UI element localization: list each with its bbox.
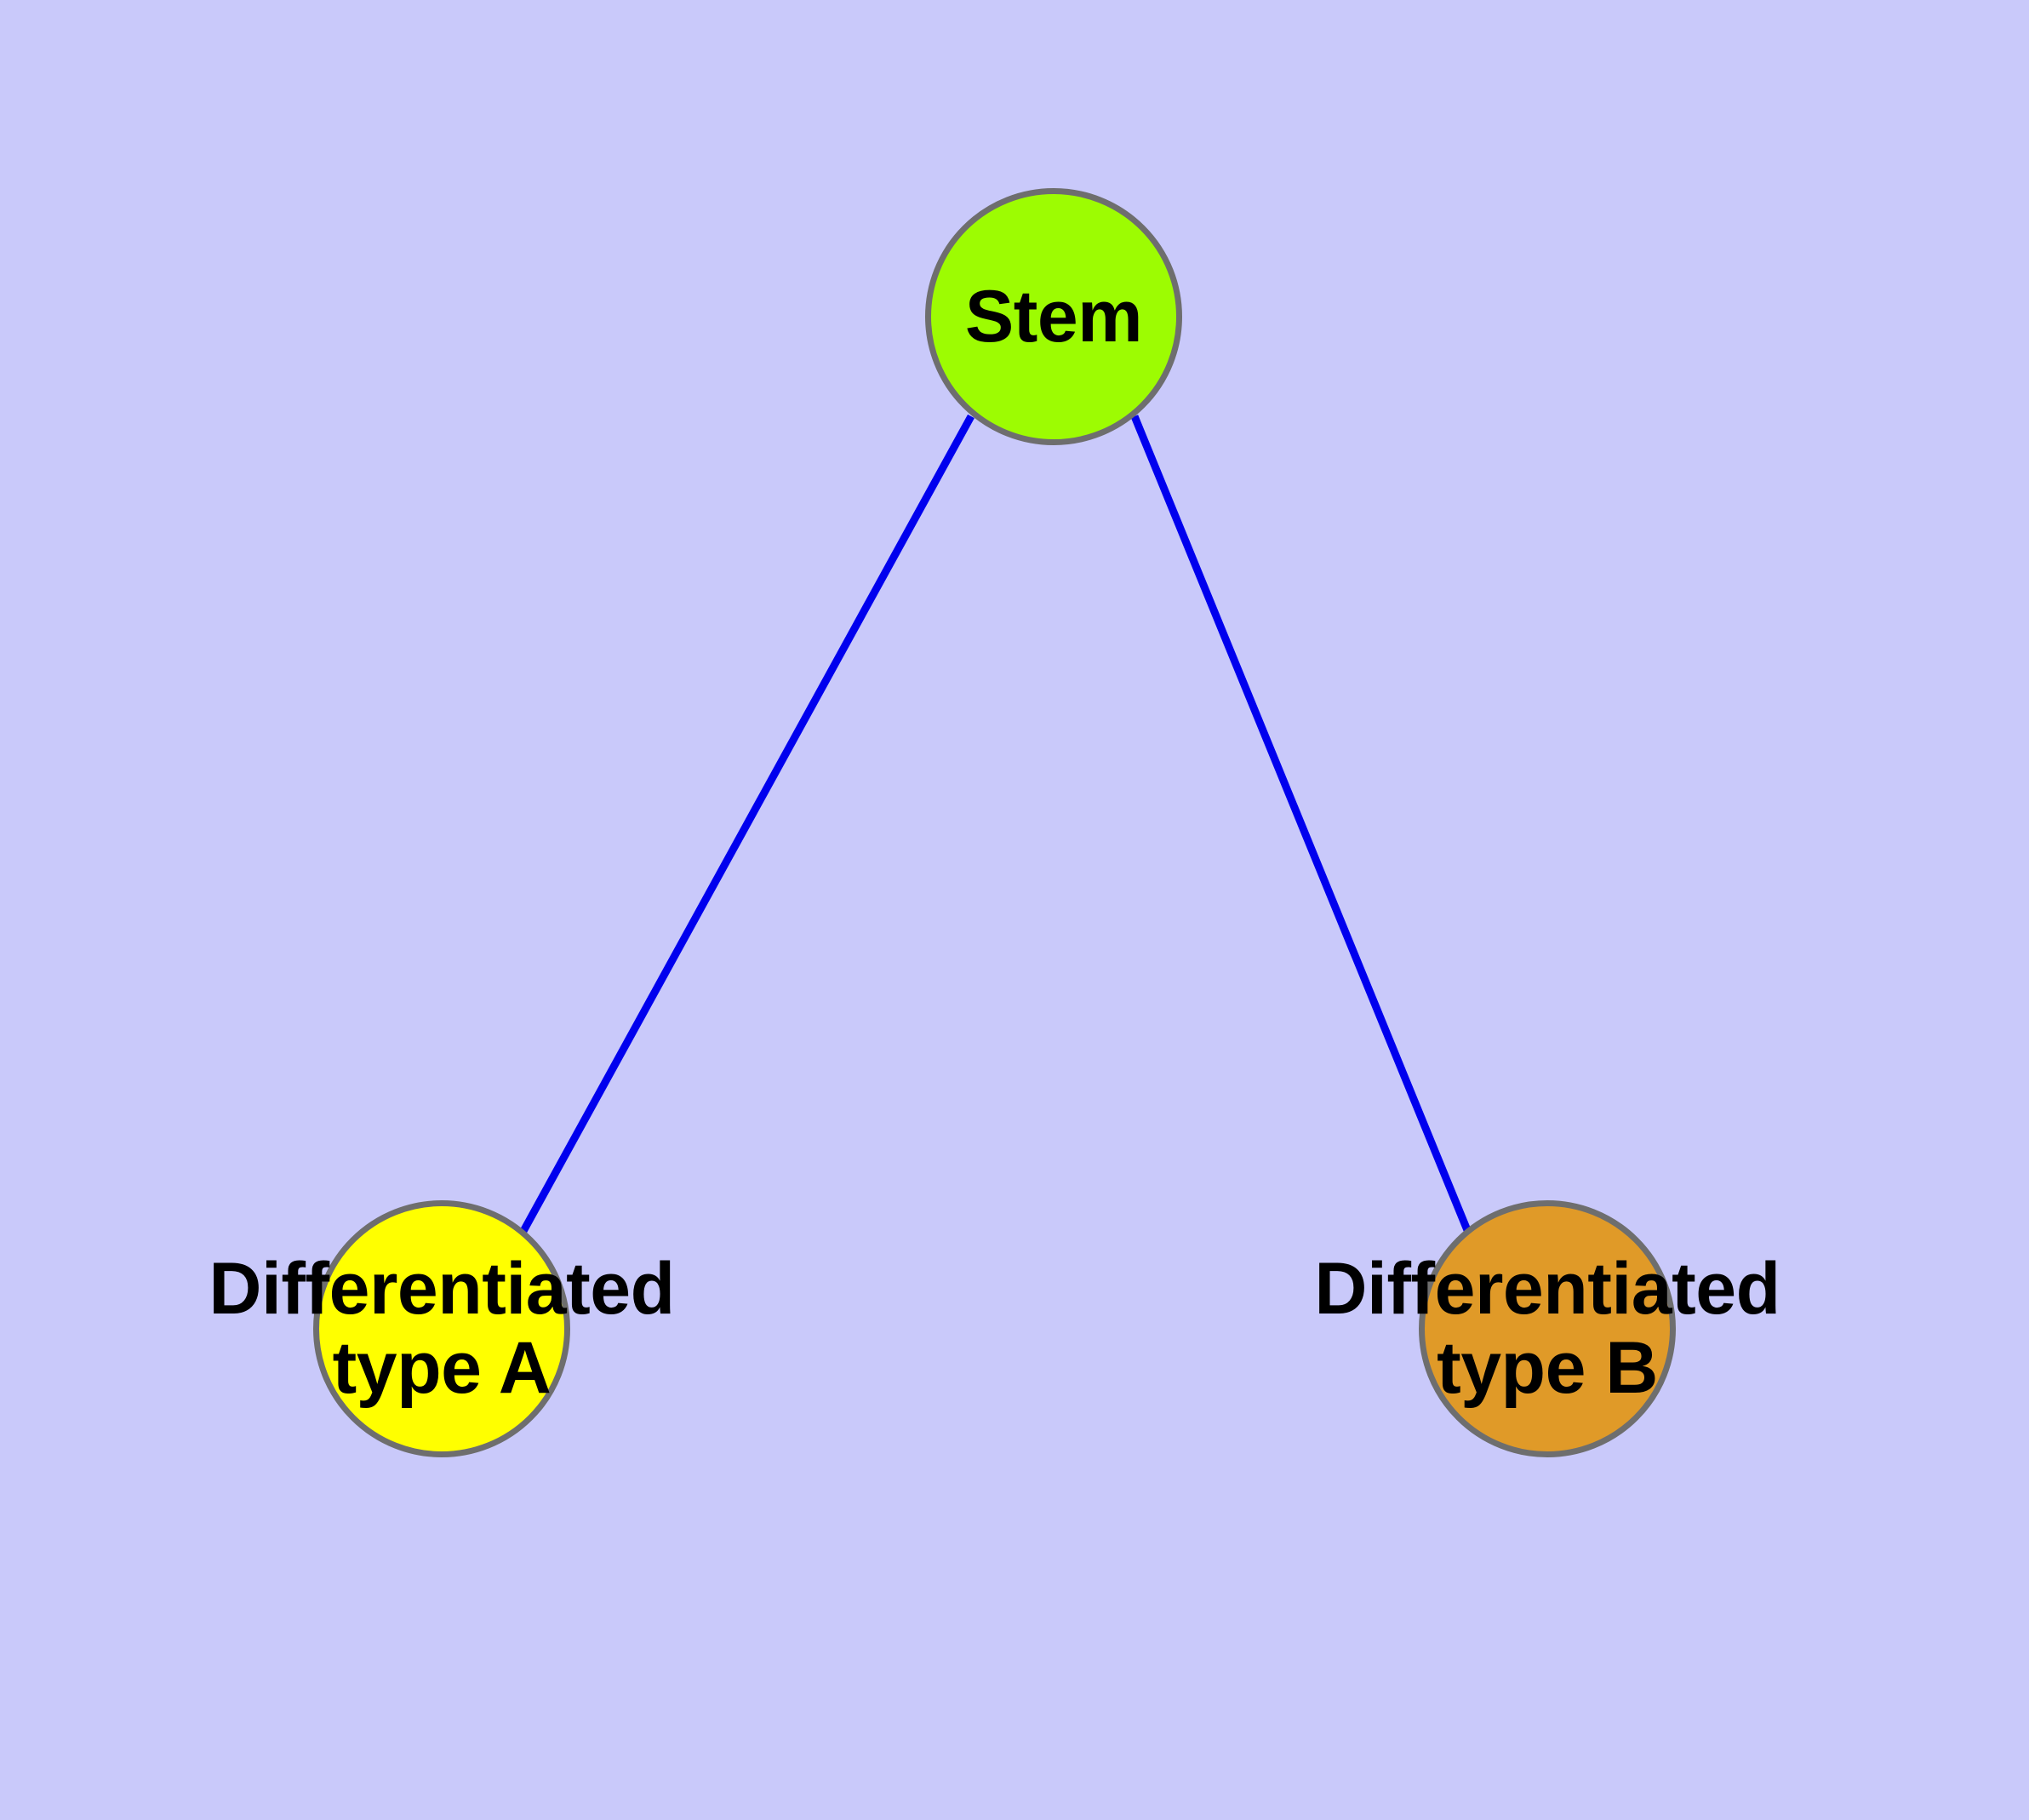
node-diff-a[interactable] [313,1200,570,1457]
edge-stem-diff-b[interactable] [1130,415,1473,1236]
node-diff-b[interactable] [1419,1200,1676,1457]
node-stem[interactable] [925,188,1182,445]
edge-stem-diff-a[interactable] [519,414,974,1235]
